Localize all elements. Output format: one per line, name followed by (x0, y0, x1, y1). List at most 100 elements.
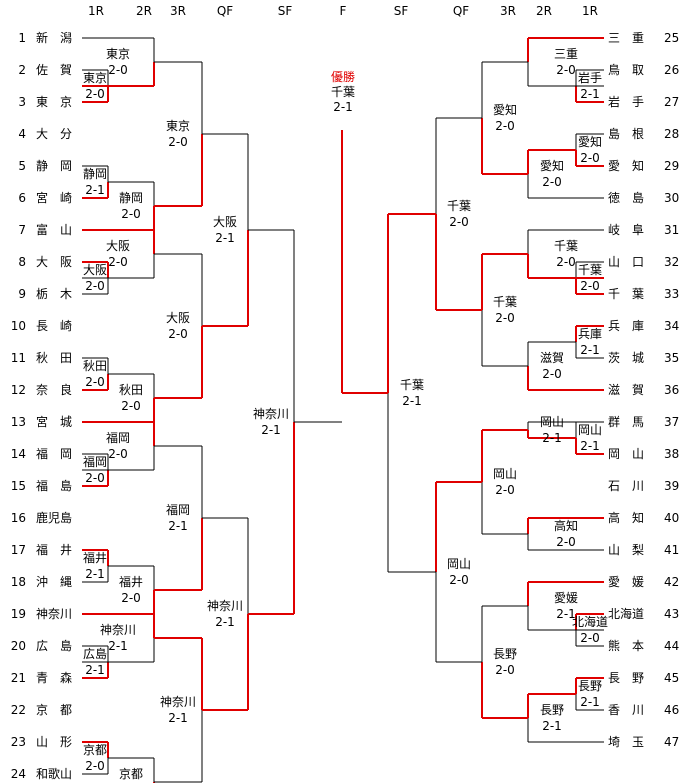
match-label-36: 福岡 (166, 502, 190, 517)
match-label-21: 2-0 (108, 255, 128, 269)
team-name: 福 島 (36, 479, 73, 493)
match-label-22: 秋田 (119, 383, 143, 397)
team-name: 鳥 取 (608, 63, 645, 77)
team-number: 25 (664, 31, 680, 45)
match-label-42: 神奈川 (207, 599, 243, 613)
match-label-41: 2-1 (215, 231, 235, 245)
match-label-83: 2-0 (495, 663, 515, 677)
team-number: 14 (10, 447, 26, 461)
match-label-81: 2-0 (495, 483, 515, 497)
match-label-79: 2-0 (495, 311, 515, 325)
match-label-84: 千葉 (447, 199, 471, 213)
match-label-3: 2-1 (85, 183, 105, 197)
team-number: 24 (10, 767, 26, 781)
match-label-77: 2-0 (495, 119, 515, 133)
match-label-78: 千葉 (493, 295, 517, 309)
team-name: 北海道 (608, 607, 645, 621)
match-label-39: 2-1 (168, 711, 188, 725)
team-name: 埼 玉 (608, 735, 645, 749)
team-number: 46 (664, 703, 680, 717)
header-right-3r: 3R (500, 4, 516, 18)
match-label-64: 千葉 (554, 239, 578, 253)
team-number: 38 (664, 447, 680, 461)
match-label-13: 2-1 (85, 663, 105, 677)
header-left-qf: QF (216, 4, 234, 18)
match-label-10: 福井 (83, 550, 107, 565)
match-label-63: 2-0 (542, 175, 562, 189)
match-label-2: 静岡 (83, 167, 107, 181)
champion-box: 優勝 千葉 2-1 (318, 70, 368, 115)
header-final: F (339, 4, 347, 18)
match-label-45: 2-1 (261, 423, 281, 437)
match-label-69: 2-1 (542, 431, 562, 445)
header-left-3r: 3R (170, 4, 186, 18)
match-label-4: 大阪 (83, 263, 107, 277)
match-label-44: 神奈川 (253, 407, 289, 421)
match-label-20: 大阪 (106, 239, 130, 253)
match-label-15: 2-0 (85, 759, 105, 773)
team-name: 宮 城 (36, 415, 73, 429)
team-number: 9 (18, 287, 26, 301)
team-number: 16 (10, 511, 26, 525)
team-name: 香 川 (608, 703, 645, 717)
match-label-12: 広島 (83, 646, 107, 661)
team-number: 47 (664, 735, 680, 749)
team-number: 19 (10, 607, 26, 621)
team-name: 熊 本 (608, 639, 645, 653)
champion-team: 千葉 (330, 85, 355, 99)
team-number: 17 (10, 543, 26, 557)
match-label-75: 2-1 (542, 719, 562, 733)
match-label-19: 2-0 (121, 207, 141, 221)
team-number: 41 (664, 543, 680, 557)
match-label-35: 2-0 (168, 327, 188, 341)
team-name: 宮 崎 (36, 191, 73, 205)
team-name: 福 岡 (36, 447, 73, 461)
team-name: 奈 良 (36, 383, 73, 397)
match-label-25: 2-0 (108, 447, 128, 461)
match-label-38: 神奈川 (160, 695, 196, 709)
team-name: 山 口 (608, 255, 645, 269)
team-name: 静 岡 (36, 159, 73, 173)
match-label-27: 2-0 (121, 591, 141, 605)
team-name: 愛 知 (608, 159, 645, 173)
match-label-89: 2-1 (402, 394, 422, 408)
match-label-52: 兵庫 (578, 327, 602, 341)
team-name: 大 分 (36, 127, 73, 141)
team-number: 7 (18, 223, 26, 237)
team-number: 20 (10, 639, 26, 653)
team-number: 1 (18, 31, 26, 45)
team-name: 秋 田 (36, 351, 73, 365)
team-name: 高 知 (608, 511, 645, 525)
match-label-56: 北海道 (572, 614, 608, 629)
team-number: 44 (664, 639, 680, 653)
match-label-50: 千葉 (578, 263, 602, 277)
team-number: 12 (10, 383, 26, 397)
match-label-33: 2-0 (168, 135, 188, 149)
match-label-49: 2-0 (580, 151, 600, 165)
match-label-61: 2-0 (556, 63, 576, 77)
team-number: 13 (10, 415, 26, 429)
match-label-9: 2-0 (85, 471, 105, 485)
match-label-53: 2-1 (580, 343, 600, 357)
match-label-54: 岡山 (578, 423, 602, 437)
team-name: 群 馬 (608, 415, 645, 429)
team-name: 京 都 (36, 703, 73, 717)
match-label-86: 岡山 (447, 557, 471, 571)
match-label-24: 福岡 (106, 430, 130, 445)
team-name: 三 重 (608, 31, 645, 45)
team-name: 青 森 (36, 671, 73, 685)
team-name: 福 井 (36, 543, 73, 557)
team-number: 22 (10, 703, 26, 717)
team-name: 滋 賀 (608, 383, 645, 397)
team-name: 岩 手 (608, 95, 645, 109)
header-left-sf: SF (277, 4, 293, 18)
team-number: 15 (10, 479, 26, 493)
team-number: 29 (664, 159, 680, 173)
team-number: 6 (18, 191, 26, 205)
team-name: 栃 木 (36, 287, 73, 301)
match-label-73: 2-1 (556, 607, 576, 621)
match-label-1: 2-0 (85, 87, 105, 101)
match-label-70: 高知 (554, 518, 578, 533)
team-name: 千 葉 (608, 287, 645, 301)
